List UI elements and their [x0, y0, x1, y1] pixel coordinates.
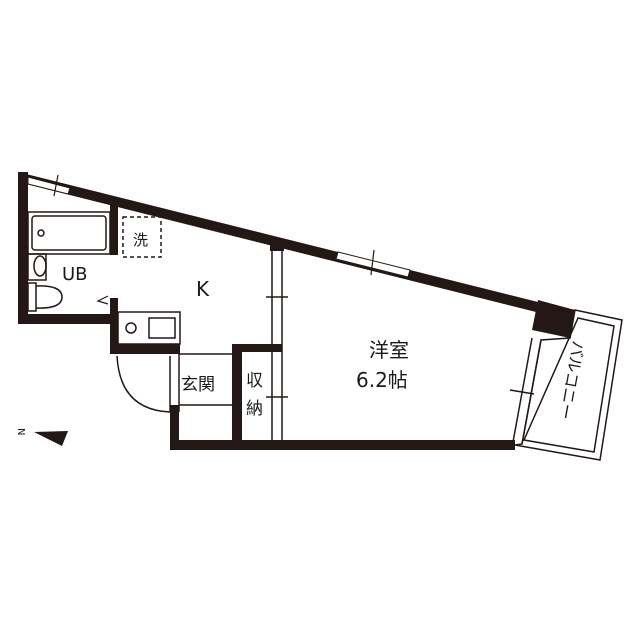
- room-size-western: 6.2帖: [356, 368, 408, 392]
- wall-entrance-left: [170, 405, 179, 450]
- room-label-western: 洋室: [369, 338, 409, 362]
- balcony: [514, 309, 623, 461]
- door-marker-ub: [96, 295, 109, 305]
- wall-bottom: [170, 440, 515, 450]
- room-label-entrance: 玄関: [181, 375, 215, 395]
- washer-space: 洗: [122, 216, 162, 258]
- kitchen-counter: [117, 311, 181, 345]
- partition-k-western: [266, 243, 288, 440]
- partition-cap: [270, 243, 284, 251]
- compass-icon: N: [15, 428, 68, 446]
- walls: [18, 172, 575, 450]
- wall-storage-top: [232, 344, 282, 352]
- column-block: [532, 300, 575, 338]
- washer-label: 洗: [133, 231, 148, 249]
- room-label-storage-2: 納: [246, 399, 263, 419]
- sink-ub: [27, 253, 47, 281]
- wall-left: [18, 172, 28, 324]
- wall-kitchen-bottom: [110, 344, 180, 354]
- wall-ub-bottom: [18, 314, 113, 324]
- wall-entrance-storage: [232, 344, 242, 448]
- room-label-unit-bath: UB: [62, 264, 88, 285]
- compass-label: N: [15, 428, 26, 435]
- wall-ub-kitchen-lower: [110, 298, 118, 354]
- entrance-door: [116, 355, 171, 413]
- wall-top-slanted: [18, 172, 538, 312]
- toilet: [27, 282, 63, 312]
- balcony-label: バルコニー: [555, 339, 588, 421]
- window-western-room: [335, 249, 411, 278]
- entrance-area: [178, 353, 232, 412]
- room-label-kitchen: K: [196, 277, 210, 301]
- north-arrow-icon: [34, 431, 68, 446]
- window-ub: [27, 174, 71, 197]
- room-label-storage-1: 収: [246, 371, 263, 391]
- wall-ub-kitchen: [110, 200, 118, 255]
- bathtub: [27, 211, 111, 255]
